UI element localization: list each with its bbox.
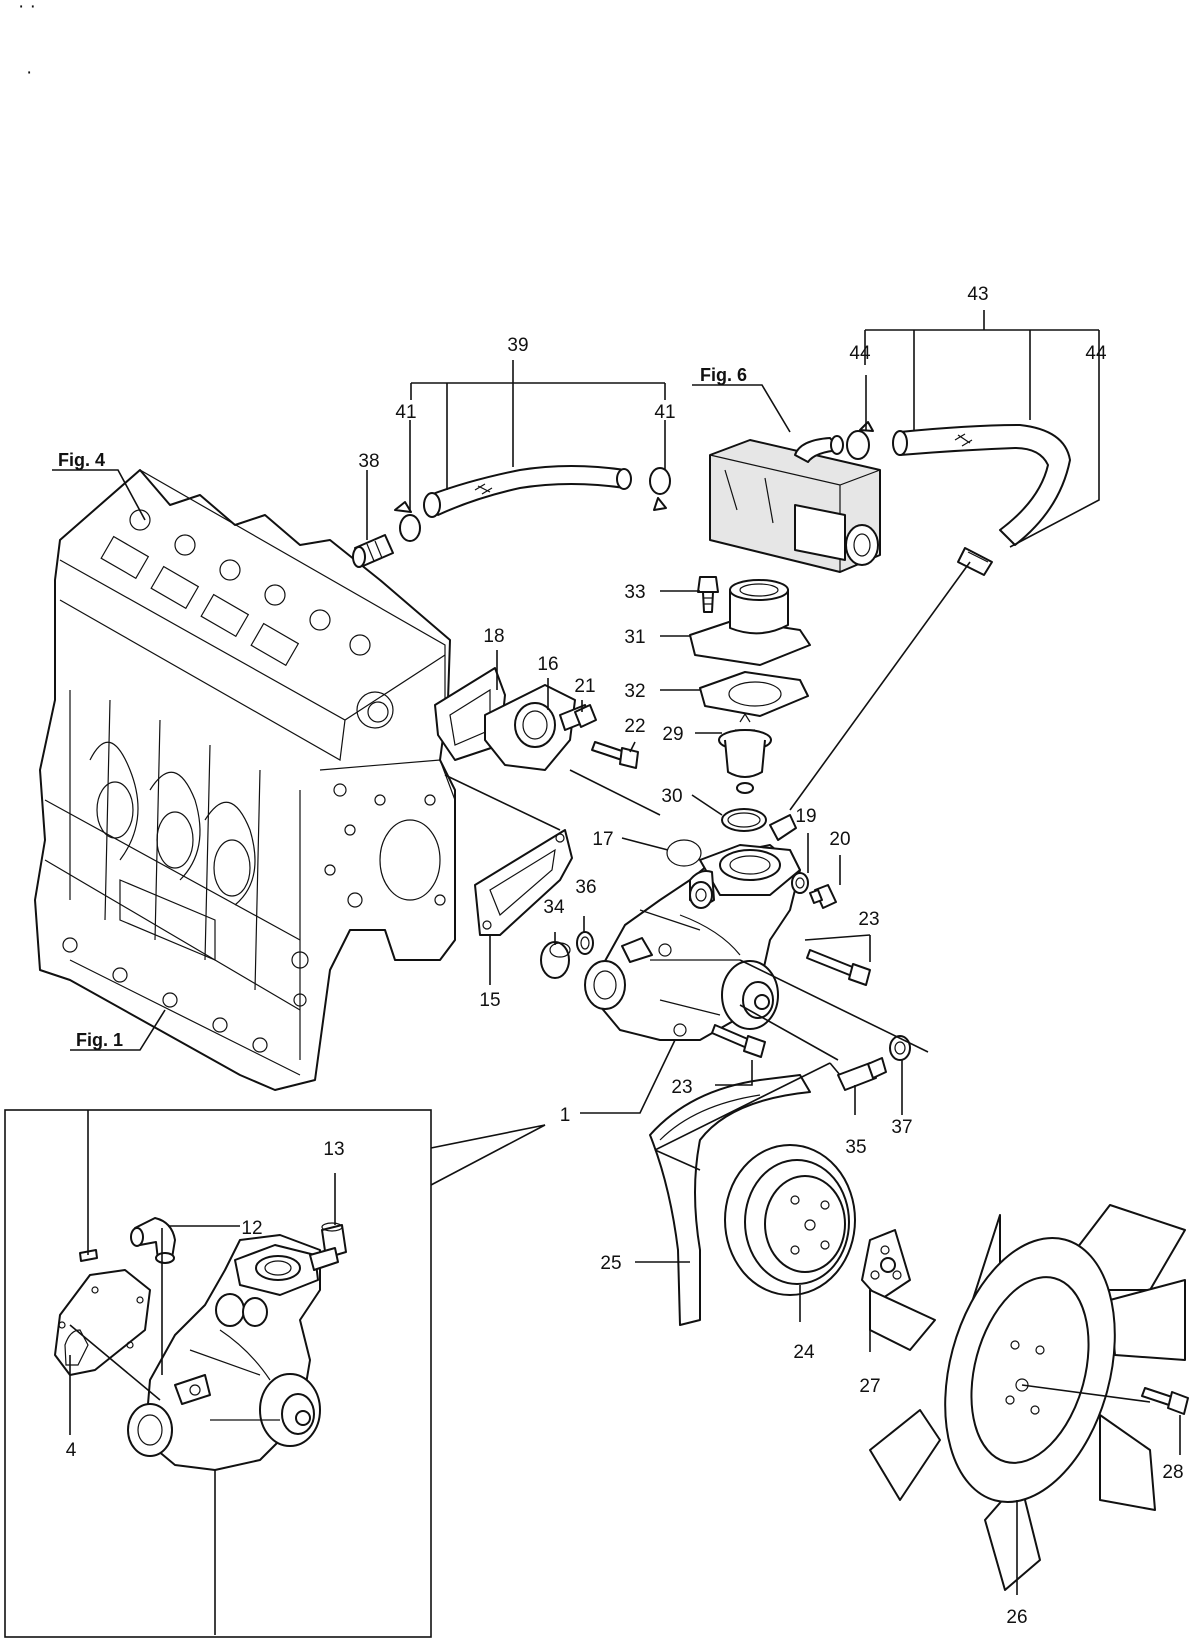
callout-27: 27 xyxy=(859,1376,880,1397)
hose-clamp-41-right xyxy=(649,467,671,511)
temp-sensor-35 xyxy=(837,1057,887,1091)
bolt-23-upper xyxy=(806,949,871,986)
corner-mark-1: · · xyxy=(18,0,36,17)
hose-clamp-44-top xyxy=(846,421,874,460)
gasket-15 xyxy=(474,829,573,936)
plug-34 xyxy=(540,941,571,979)
callout-19: 19 xyxy=(795,806,816,827)
callout-41-left: 41 xyxy=(395,402,416,423)
callout-34: 34 xyxy=(543,897,565,918)
inset-cover-plate-4 xyxy=(54,1269,151,1376)
bolt-21 xyxy=(574,704,597,728)
bolt-28 xyxy=(1141,1387,1189,1415)
callout-15: 15 xyxy=(479,990,500,1011)
thermostat-cover-31 xyxy=(689,579,811,666)
bolt-20 xyxy=(809,884,837,909)
callout-30: 30 xyxy=(661,786,682,807)
callout-43: 43 xyxy=(967,284,988,305)
callout-labels: 43 39 44 44 41 41 38 33 31 32 29 30 18 1… xyxy=(66,284,1184,1628)
fig-ref-1: Fig. 1 xyxy=(76,1030,123,1050)
inset-water-pump xyxy=(127,1234,321,1471)
callout-1: 1 xyxy=(560,1105,571,1126)
fig-ref-6: Fig. 6 xyxy=(700,365,747,385)
callout-21: 21 xyxy=(574,676,595,697)
o-ring-17 xyxy=(666,839,702,867)
callout-13: 13 xyxy=(323,1139,344,1160)
callout-12: 12 xyxy=(241,1218,262,1239)
hose-clamp-41-left xyxy=(394,501,421,542)
callout-29: 29 xyxy=(662,724,683,745)
callout-44-left: 44 xyxy=(849,343,871,364)
corner-mark-2: · xyxy=(26,62,32,83)
callout-23-lower: 23 xyxy=(671,1077,692,1098)
cooling-fan-26 xyxy=(869,1204,1186,1591)
callout-25: 25 xyxy=(600,1253,621,1274)
leader-lines xyxy=(52,310,1181,1635)
spacer-27 xyxy=(861,1229,911,1301)
callout-17: 17 xyxy=(592,829,613,850)
inset-bolt xyxy=(79,1249,98,1262)
callout-35: 35 xyxy=(845,1137,866,1158)
callout-44-right: 44 xyxy=(1085,343,1107,364)
callout-16: 16 xyxy=(537,654,558,675)
bolt-22 xyxy=(591,741,639,769)
callout-20: 20 xyxy=(829,829,850,850)
bolt-33 xyxy=(697,576,719,613)
hose-clamp-44-bottom xyxy=(957,547,993,576)
callout-18: 18 xyxy=(483,626,504,647)
callout-41-right: 41 xyxy=(654,402,675,423)
washer-36 xyxy=(576,931,594,955)
o-ring-30 xyxy=(721,808,767,832)
thermostat-29 xyxy=(718,712,772,794)
return-hose-43 xyxy=(892,424,1071,546)
bypass-hose-39 xyxy=(423,465,632,518)
hose-nipple-38 xyxy=(352,534,394,568)
callout-28: 28 xyxy=(1162,1462,1183,1483)
callout-26: 26 xyxy=(1006,1607,1027,1628)
inset-fitting-13 xyxy=(309,1222,347,1271)
fig-ref-4: Fig. 4 xyxy=(58,450,105,470)
pulley-24 xyxy=(724,1144,856,1296)
inset-elbow-12 xyxy=(130,1217,176,1264)
callout-36: 36 xyxy=(575,877,596,898)
water-pump-1 xyxy=(584,814,801,1041)
callout-39: 39 xyxy=(507,335,528,356)
bolt-23-lower xyxy=(711,1024,766,1058)
washer-37 xyxy=(889,1035,911,1061)
callout-38: 38 xyxy=(358,451,379,472)
callout-22: 22 xyxy=(624,716,645,737)
gasket-32 xyxy=(699,671,809,717)
inset-frame xyxy=(4,1109,432,1638)
callout-33: 33 xyxy=(624,582,645,603)
callout-23-upper: 23 xyxy=(858,909,879,930)
callout-24: 24 xyxy=(793,1342,815,1363)
callout-31: 31 xyxy=(624,627,645,648)
callout-37: 37 xyxy=(891,1117,912,1138)
callout-32: 32 xyxy=(624,681,645,702)
egr-cooler xyxy=(709,435,881,573)
callout-4: 4 xyxy=(66,1440,77,1461)
washer-19 xyxy=(791,872,809,894)
engine-block xyxy=(34,469,456,1091)
